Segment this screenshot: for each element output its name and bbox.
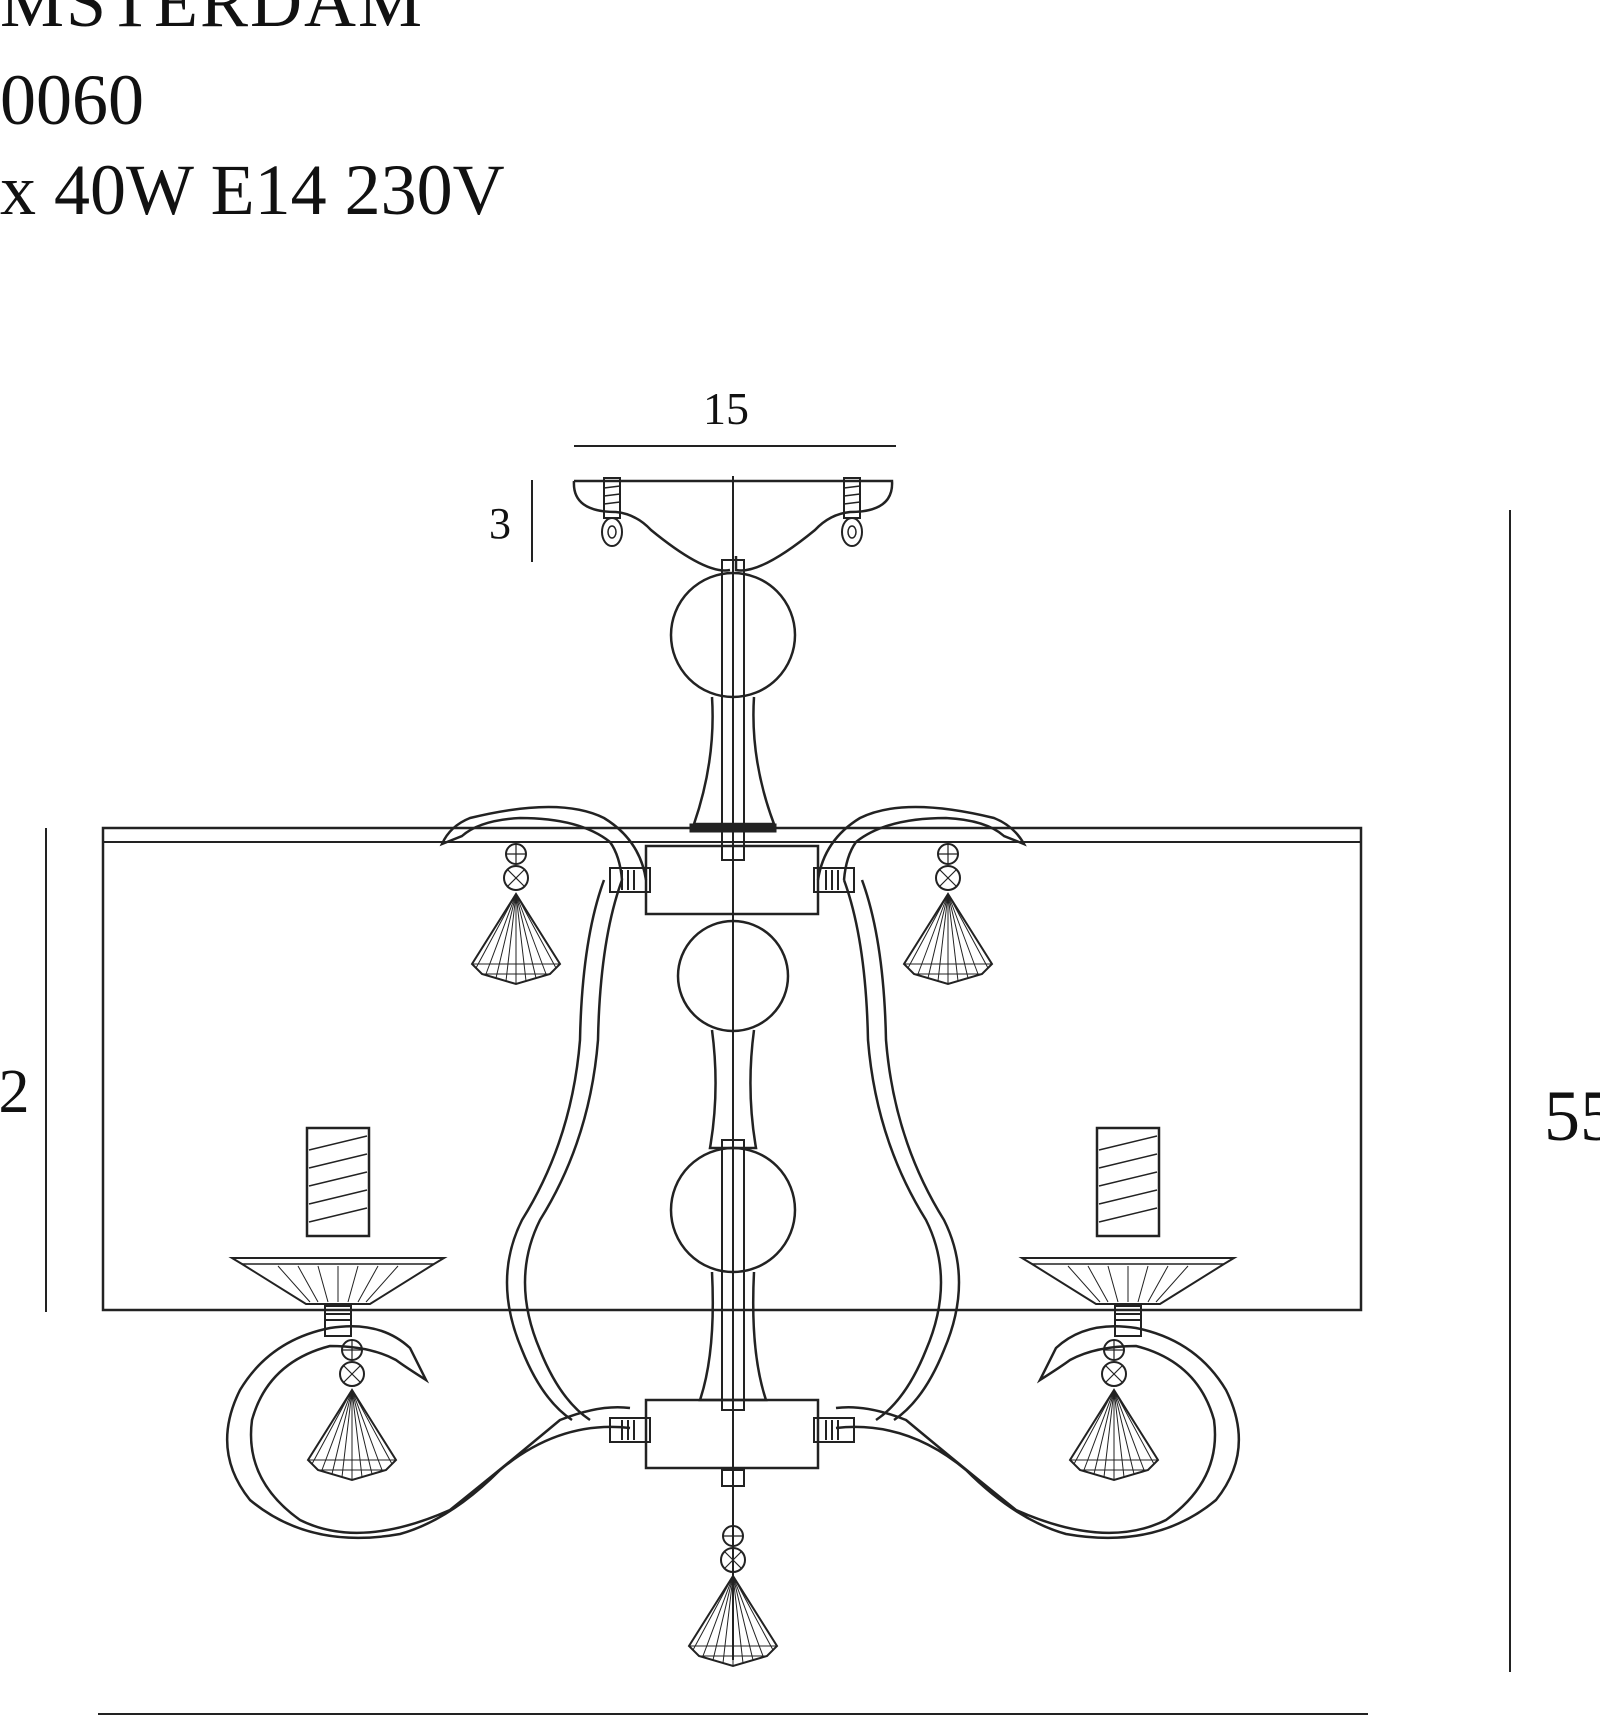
- upper-arms: [439, 805, 1027, 893]
- lower-arms: [225, 1324, 1241, 1540]
- canopy-height-dimension: 3: [489, 480, 533, 562]
- crystal-upper-right: [903, 843, 993, 985]
- crystal-lower-right: [1069, 1339, 1159, 1481]
- crystal-upper-left: [471, 843, 561, 985]
- shade-height-dimension: 2: [0, 828, 47, 1312]
- product-code: 0060: [0, 60, 144, 140]
- bulb-spec: x 40W E14 230V: [0, 150, 505, 230]
- candle-holder-right: [1020, 1126, 1236, 1338]
- ceiling-canopy: [572, 477, 894, 572]
- crystal-bottom-center: [688, 1525, 778, 1667]
- total-height-label: 55: [1544, 1076, 1600, 1156]
- shade-height-label: 2: [0, 1058, 30, 1126]
- canopy-width-label: 15: [703, 383, 749, 434]
- canopy-height-label: 3: [489, 499, 511, 548]
- total-height-dimension: 55: [1509, 510, 1600, 1672]
- crystal-lower-left: [307, 1339, 397, 1481]
- center-stem: [644, 476, 820, 1660]
- candle-holder-left: [230, 1126, 446, 1338]
- side-frames: [505, 879, 961, 1422]
- lamp-shade: [101, 826, 1363, 1312]
- product-name: MSTERDAM: [0, 0, 425, 42]
- canopy-width-dimension: 15: [574, 383, 896, 447]
